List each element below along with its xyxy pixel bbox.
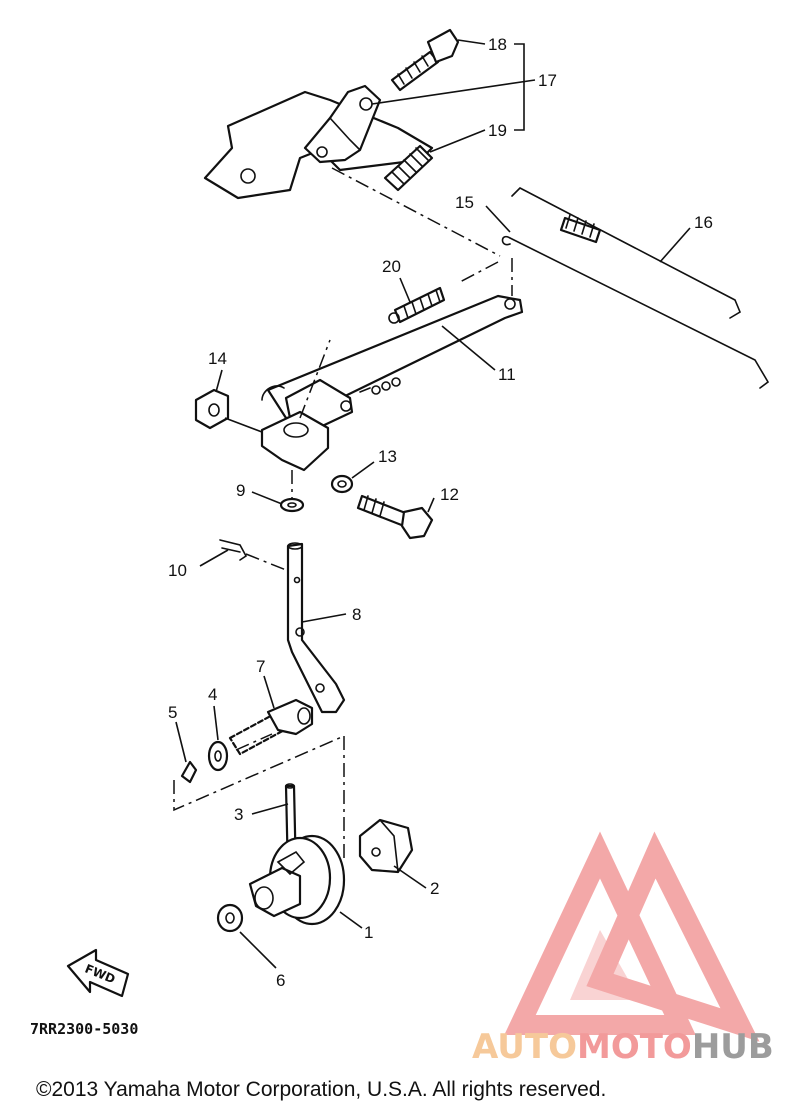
label-17: 17 bbox=[538, 71, 557, 90]
part-labels: 18 17 19 15 16 20 11 14 13 12 9 10 8 7 4… bbox=[168, 35, 713, 990]
washer-13 bbox=[330, 474, 354, 494]
watermark-text: AUTOMOTOHUB bbox=[472, 1027, 774, 1067]
spring-20 bbox=[388, 286, 446, 324]
spring-19 bbox=[383, 144, 434, 192]
label-9: 9 bbox=[236, 481, 245, 500]
brand-part-auto: AUTO bbox=[472, 1027, 577, 1067]
label-4: 4 bbox=[208, 685, 217, 704]
watermark-brand: AUTOMOTOHUB bbox=[472, 1027, 774, 1067]
label-16: 16 bbox=[694, 213, 713, 232]
label-5: 5 bbox=[168, 703, 177, 722]
shift-base-1 bbox=[248, 834, 346, 926]
brand-part-moto: MOTO bbox=[577, 1027, 692, 1067]
label-11: 11 bbox=[498, 365, 516, 384]
label-10: 10 bbox=[168, 561, 187, 580]
watermark-logo bbox=[504, 831, 760, 1042]
label-19: 19 bbox=[488, 121, 507, 140]
lever-arm-11 bbox=[260, 294, 524, 472]
leader-lines bbox=[175, 39, 691, 969]
pin-7 bbox=[228, 698, 314, 756]
label-1: 1 bbox=[364, 923, 373, 942]
bolt-12 bbox=[356, 494, 434, 540]
label-13: 13 bbox=[378, 447, 397, 466]
label-7: 7 bbox=[256, 657, 265, 676]
brand-part-hub: HUB bbox=[692, 1027, 774, 1067]
washer-4 bbox=[207, 740, 229, 772]
nut-14 bbox=[194, 388, 230, 430]
washer-9 bbox=[279, 497, 305, 513]
label-14: 14 bbox=[208, 349, 227, 368]
label-3: 3 bbox=[234, 805, 243, 824]
diagram-code: 7RR2300-5030 bbox=[30, 1020, 138, 1038]
bracket-2 bbox=[358, 818, 414, 874]
washer-6 bbox=[216, 903, 244, 933]
label-18: 18 bbox=[488, 35, 507, 54]
bolt-18 bbox=[390, 28, 460, 92]
rod-16 bbox=[501, 187, 770, 389]
assembly-lines bbox=[173, 167, 513, 860]
clip-10 bbox=[219, 539, 248, 561]
label-12: 12 bbox=[440, 485, 459, 504]
label-2: 2 bbox=[430, 879, 439, 898]
label-20: 20 bbox=[382, 257, 401, 276]
shift-shaft-8 bbox=[286, 542, 346, 714]
label-8: 8 bbox=[352, 605, 361, 624]
fwd-arrow-badge: FWD bbox=[66, 948, 130, 998]
copyright-notice: ©2013 Yamaha Motor Corporation, U.S.A. A… bbox=[36, 1078, 606, 1101]
label-6: 6 bbox=[276, 971, 285, 990]
label-15: 15 bbox=[455, 193, 474, 212]
clip-5 bbox=[180, 760, 198, 784]
